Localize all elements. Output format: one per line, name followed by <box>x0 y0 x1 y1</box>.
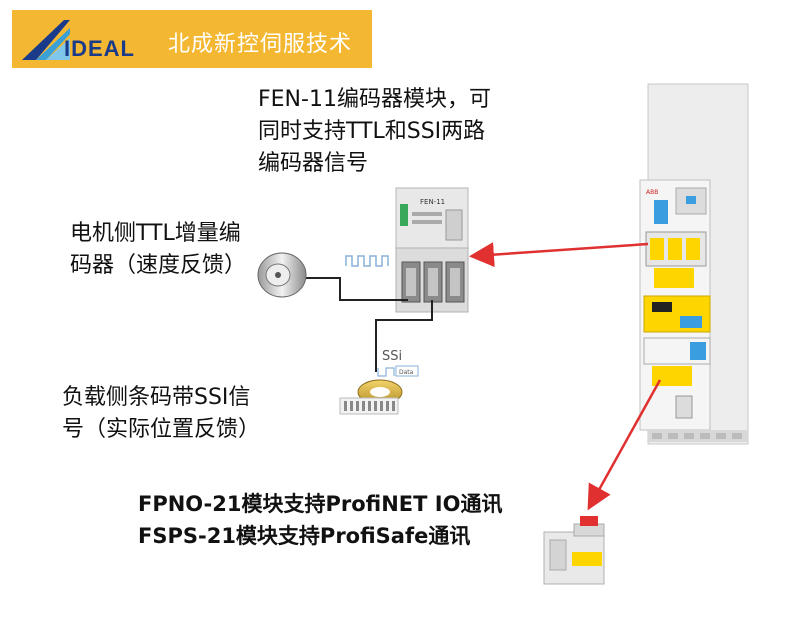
drive-brand-text: ABB <box>646 189 658 196</box>
fpno-module-image <box>543 516 605 585</box>
ssi-line1: 负载侧条码带SSI信 <box>62 385 251 410</box>
fen11-description: FEN-11编码器模块，可 同时支持TTL和SSI两路 编码器信号 <box>258 84 491 180</box>
ssi-line2: 号（实际位置反馈） <box>62 417 261 442</box>
logo-banner: IDEAL 北成新控伺服技术 <box>12 10 372 68</box>
fen11-line1: FEN-11编码器模块，可 <box>258 87 491 112</box>
fieldbus-line1: FPNO-21模块支持ProfiNET IO通讯 <box>138 492 503 516</box>
drive-vent-slots <box>652 433 742 439</box>
ttl-encoder-description: 电机侧TTL增量编 码器（速度反馈） <box>70 218 246 282</box>
ttl-waveform-icon <box>345 255 389 267</box>
fen11-module-label: FEN-11 <box>420 198 445 206</box>
arrow-to-fen11 <box>469 242 649 268</box>
ssi-barcode-tape-image <box>339 379 403 415</box>
ttl-line1: 电机侧TTL增量编 <box>70 221 241 246</box>
drive-unit: ABB <box>639 83 749 445</box>
ssi-signal-icon: SSi Data <box>377 349 419 377</box>
ttl-encoder-image <box>257 252 307 298</box>
ssi-barcode-description: 负载侧条码带SSI信 号（实际位置反馈） <box>62 382 260 446</box>
fen11-line2: 同时支持TTL和SSI两路 <box>258 119 486 144</box>
ssi-data-text: Data <box>399 369 414 376</box>
arrow-to-fieldbus <box>587 379 662 511</box>
fen11-module-image: FEN-11 <box>395 187 469 313</box>
encoder-cables <box>300 277 433 372</box>
fieldbus-description: FPNO-21模块支持ProfiNET IO通讯 FSPS-21模块支持Prof… <box>138 488 502 552</box>
company-name: 北成新控伺服技术 <box>168 32 353 57</box>
ttl-line2: 码器（速度反馈） <box>70 253 247 278</box>
ideal-logo-icon <box>22 20 70 60</box>
fen11-line3: 编码器信号 <box>258 151 369 176</box>
ssi-tag-text: SSi <box>382 349 402 364</box>
fieldbus-line2: FSPS-21模块支持ProfiSafe通讯 <box>138 524 471 548</box>
logo-text: IDEAL <box>64 36 135 61</box>
